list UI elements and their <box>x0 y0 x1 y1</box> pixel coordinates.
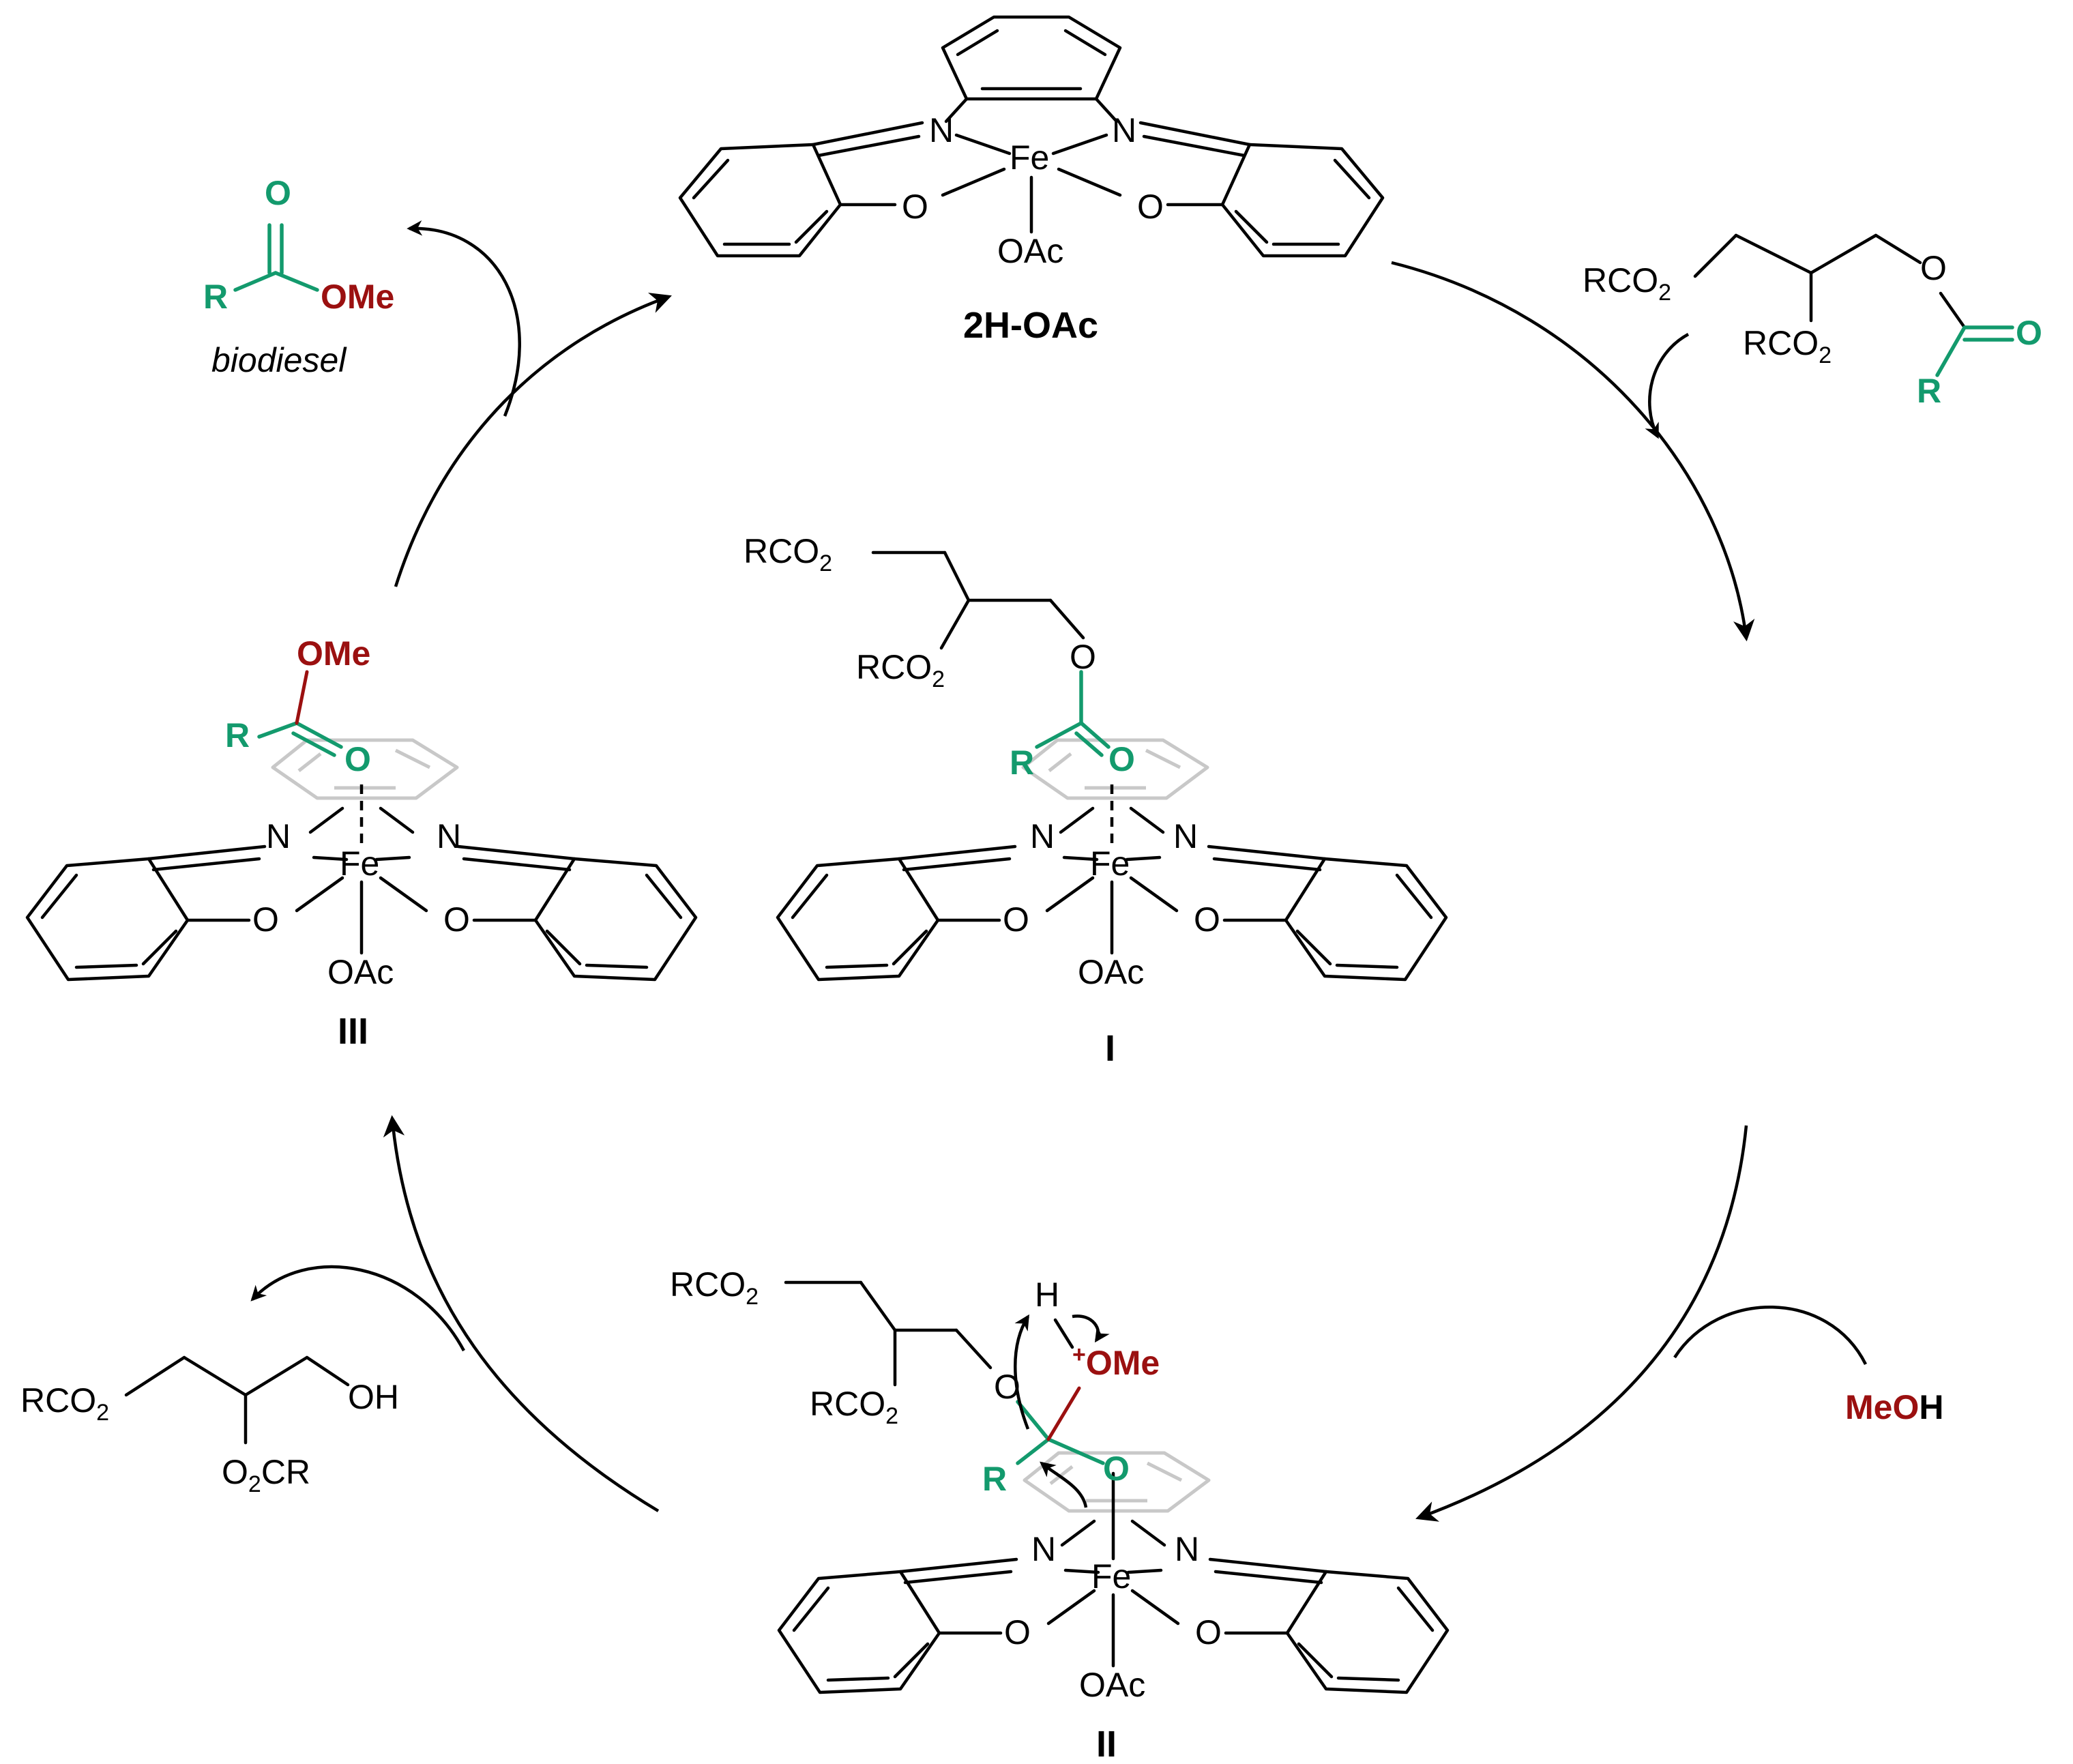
atom-ome: OMe <box>321 278 394 316</box>
arrow-i-to-ii <box>1415 1125 1748 1522</box>
atom-fe: Fe <box>1091 1557 1131 1596</box>
atom-h: H <box>1035 1276 1059 1314</box>
group-rco2-upper: RCO2 <box>670 1265 759 1310</box>
arrow-diglyceride-out <box>250 1265 465 1352</box>
compound-label-2h-oac: 2H-OAc <box>963 305 1098 346</box>
atom-oac: OAc <box>327 953 394 991</box>
atom-fe: Fe <box>340 844 379 883</box>
biodiesel-product: O R OMe biodiesel <box>203 174 394 379</box>
atom-oac: OAc <box>1078 953 1144 991</box>
biodiesel-caption: biodiesel <box>211 341 347 379</box>
atom-o-carbonyl: O <box>265 174 291 212</box>
methanol-reagent: MeOH <box>1845 1388 1943 1426</box>
atom-n-left: N <box>1031 1530 1056 1568</box>
group-rco2-lower: RCO2 <box>856 648 945 692</box>
atom-n-left: N <box>929 111 954 149</box>
atom-r: R <box>1010 744 1034 782</box>
atom-n-left: N <box>266 817 291 855</box>
group-rco2-upper: RCO2 <box>744 532 832 576</box>
arrow-2h-to-i <box>1391 261 1755 642</box>
atom-o-right: O <box>1137 188 1164 226</box>
atom-ome-cation: +OMe <box>1072 1342 1160 1382</box>
arrow-ii-to-iii <box>383 1115 660 1512</box>
atom-o-left: O <box>252 900 279 939</box>
atom-o-carbonyl: O <box>1108 740 1135 778</box>
arrow-substrate-in <box>1645 333 1690 439</box>
atom-n-right: N <box>1173 817 1198 855</box>
atom-o-carbonyl: O <box>344 740 371 778</box>
atom-o-ester: O <box>1070 638 1096 676</box>
atom-o-right: O <box>443 900 470 939</box>
compound-label-i: I <box>1105 1028 1115 1069</box>
atom-r: R <box>1917 372 1941 410</box>
compound-i: R O O RCO2 RCO2 Fe N N O O OAc I <box>744 532 1446 1069</box>
atom-o-left: O <box>1003 900 1029 939</box>
compound-2h-oac: Fe N N O O OAc 2H-OAc <box>678 15 1385 346</box>
atom-r: R <box>203 278 228 316</box>
atom-oac: OAc <box>997 232 1063 270</box>
triglyceride-substrate: RCO2 RCO2 O O R <box>1583 233 2042 410</box>
group-rco2-lower: RCO2 <box>810 1385 898 1429</box>
cycle-arrows <box>250 220 1868 1522</box>
atom-fe: Fe <box>1090 844 1130 883</box>
compound-iii: R O OMe Fe N N O O OAc III <box>27 634 696 1052</box>
atom-n-right: N <box>437 817 461 855</box>
atom-n-right: N <box>1112 111 1136 149</box>
atom-o-right: O <box>1195 1613 1222 1651</box>
atom-o-left: O <box>1004 1613 1031 1651</box>
group-rco2-a: RCO2 <box>1583 261 1671 306</box>
compound-label-ii: II <box>1096 1724 1117 1764</box>
group-rco2-b: RCO2 <box>1743 324 1832 368</box>
arrow-methanol-in <box>1673 1306 1868 1366</box>
atom-o-right: O <box>1194 900 1220 939</box>
atom-o-ester: O <box>1920 249 1947 287</box>
atom-o-alkoxide: O <box>1103 1450 1130 1488</box>
diglyceride-byproduct: RCO2 OH O2CR <box>20 1355 399 1497</box>
atom-oac: OAc <box>1079 1666 1145 1704</box>
arrow-biodiesel-out <box>407 220 521 417</box>
compound-label-iii: III <box>338 1011 368 1052</box>
group-rco2: RCO2 <box>20 1381 109 1426</box>
group-o2cr: O2CR <box>222 1453 310 1497</box>
atom-ome: OMe <box>297 634 370 673</box>
group-oh: OH <box>348 1378 399 1416</box>
atom-n-right: N <box>1175 1530 1199 1568</box>
atom-n-left: N <box>1030 817 1055 855</box>
atom-o-left: O <box>902 188 928 226</box>
atom-r: R <box>225 716 250 754</box>
compound-ii: R O O +OMe H RCO2 RCO2 Fe N N O O OAc II <box>670 1265 1447 1764</box>
atom-r: R <box>982 1460 1007 1498</box>
atom-o-carbonyl: O <box>2016 314 2042 352</box>
atom-fe: Fe <box>1010 138 1049 177</box>
arrow-iii-to-2h <box>394 293 672 587</box>
